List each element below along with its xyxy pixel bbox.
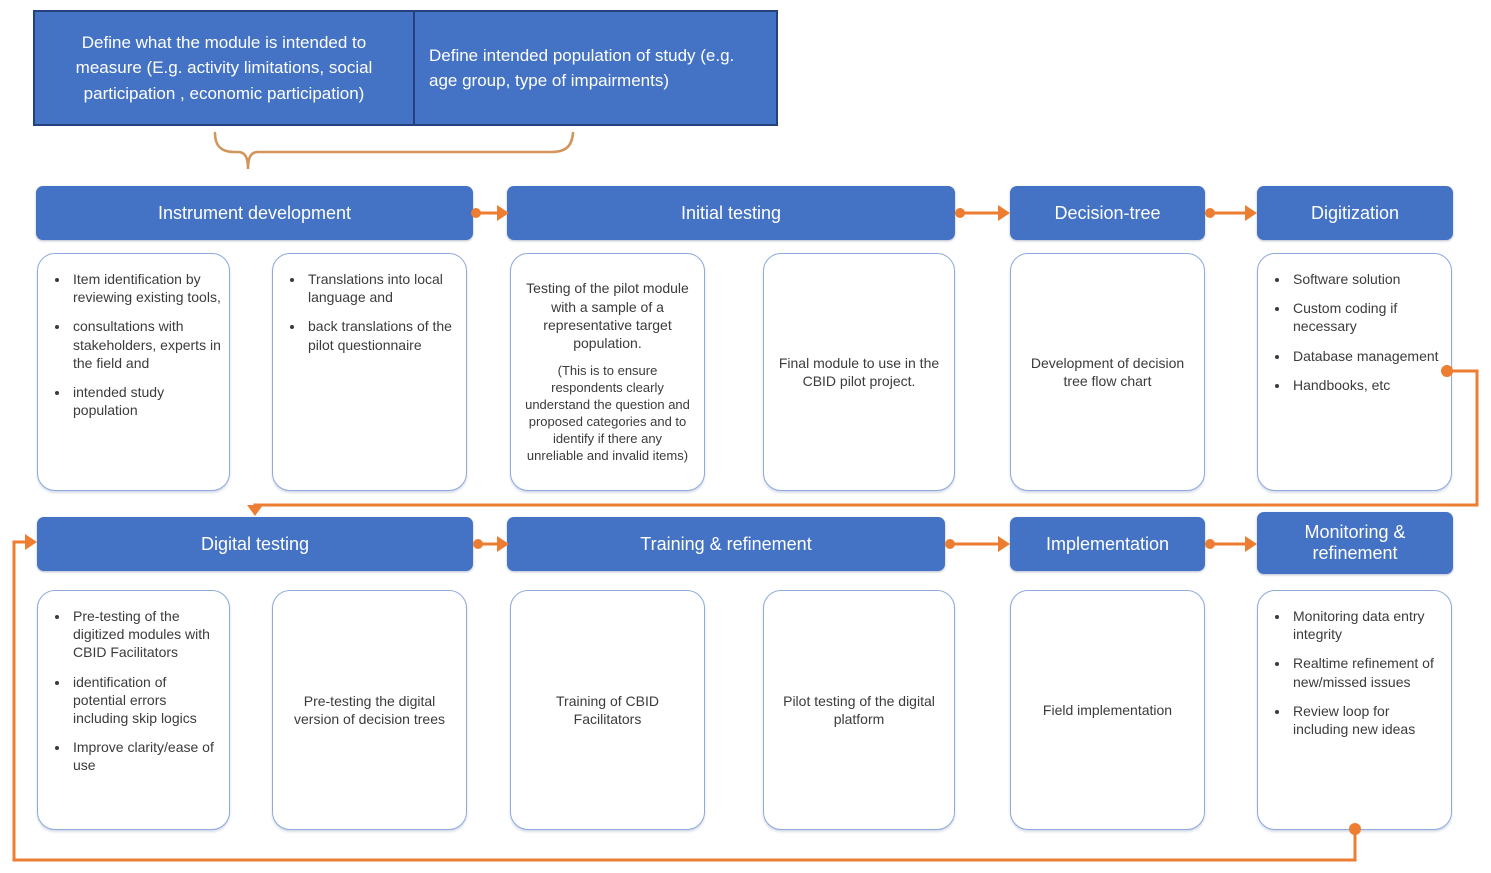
bullet-item: Realtime refinement of new/missed issues bbox=[1290, 654, 1445, 690]
stage-header-digital-testing: Digital testing bbox=[37, 517, 473, 571]
box-paragraph: Pilot testing of the digital platform bbox=[783, 692, 935, 727]
stage-header-implementation: Implementation bbox=[1010, 517, 1205, 571]
box-paragraph-note: (This is to ensure respondents clearly u… bbox=[525, 363, 690, 463]
arrow-instrument-to-initial bbox=[471, 205, 509, 221]
bullet-item: Software solution bbox=[1290, 270, 1445, 288]
stage-header-digitization: Digitization bbox=[1257, 186, 1453, 240]
note-define-population: Define intended population of study (e.g… bbox=[415, 12, 776, 124]
detail-box-implementation: Field implementation bbox=[1010, 590, 1205, 830]
stage-header-instrument-development: Instrument development bbox=[36, 186, 473, 240]
bullet-item: intended study population bbox=[70, 383, 223, 419]
bullet-item: Improve clarity/ease of use bbox=[70, 738, 223, 774]
detail-box-digital-testing-2: Pre-testing the digital version of decis… bbox=[272, 590, 467, 830]
detail-box-training-1: Training of CBID Facilitators bbox=[510, 590, 705, 830]
bullet-item: Item identification by reviewing existin… bbox=[70, 270, 223, 306]
stage-header-label: Initial testing bbox=[680, 202, 782, 223]
stage-header-label: Implementation bbox=[1045, 533, 1170, 554]
bullet-item: Translations into local language and bbox=[305, 270, 460, 306]
box-paragraph: Training of CBID Facilitators bbox=[556, 692, 659, 727]
bullet-item: Monitoring data entry integrity bbox=[1290, 607, 1445, 643]
arrow-initial-to-decision bbox=[955, 205, 1010, 221]
detail-box-digital-testing-1: Pre-testing of the digitized modules wit… bbox=[37, 590, 230, 830]
stage-header-label: Digitization bbox=[1310, 202, 1400, 223]
bullet-item: identification of potential errors inclu… bbox=[70, 673, 223, 728]
stage-header-initial-testing: Initial testing bbox=[507, 186, 955, 240]
bullet-item: consultations with stakeholders, experts… bbox=[70, 317, 223, 372]
detail-box-initial-testing-2: Final module to use in the CBID pilot pr… bbox=[763, 253, 955, 491]
box-paragraph: Development of decision tree flow chart bbox=[1030, 354, 1185, 389]
stage-header-label: Decision-tree bbox=[1054, 202, 1161, 223]
stage-header-monitoring-refinement: Monitoring & refinement bbox=[1257, 512, 1453, 574]
box-paragraph: Pre-testing the digital version of decis… bbox=[294, 692, 445, 727]
definition-strip: Define what the module is intended to me… bbox=[33, 10, 778, 126]
arrow-decision-to-digitization bbox=[1205, 205, 1257, 221]
arrow-implementation-to-monitoring bbox=[1205, 536, 1257, 552]
detail-box-instrument-1: Item identification by reviewing existin… bbox=[37, 253, 230, 491]
stage-header-training-refinement: Training & refinement bbox=[507, 517, 945, 571]
box-paragraph: Field implementation bbox=[1042, 701, 1173, 718]
note-define-population-text: Define intended population of study (e.g… bbox=[429, 45, 735, 91]
bullet-item: Handbooks, etc bbox=[1290, 376, 1445, 394]
detail-box-decision-tree: Development of decision tree flow chart bbox=[1010, 253, 1205, 491]
bullet-item: Database management bbox=[1290, 347, 1445, 365]
bullet-item: Custom coding if necessary bbox=[1290, 299, 1445, 335]
stage-header-decision-tree: Decision-tree bbox=[1010, 186, 1205, 240]
detail-box-training-2: Pilot testing of the digital platform bbox=[763, 590, 955, 830]
detail-box-monitoring: Monitoring data entry integrity Realtime… bbox=[1257, 590, 1452, 830]
note-define-measure-text: Define what the module is intended to me… bbox=[75, 32, 373, 103]
detail-box-initial-testing-1: Testing of the pilot module with a sampl… bbox=[510, 253, 705, 491]
stage-header-label: Digital testing bbox=[200, 533, 310, 554]
bullet-item: back translations of the pilot questionn… bbox=[305, 317, 460, 353]
stage-header-label: Instrument development bbox=[157, 202, 352, 223]
stage-header-label: Monitoring & refinement bbox=[1304, 522, 1406, 563]
bullet-item: Pre-testing of the digitized modules wit… bbox=[70, 607, 223, 662]
arrow-digital-to-training bbox=[473, 536, 509, 552]
brace-connector bbox=[213, 131, 575, 170]
detail-box-digitization: Software solution Custom coding if neces… bbox=[1257, 253, 1452, 491]
detail-box-instrument-2: Translations into local language and bac… bbox=[272, 253, 467, 491]
box-paragraph: Testing of the pilot module with a sampl… bbox=[526, 280, 689, 352]
arrow-training-to-implementation bbox=[945, 536, 1010, 552]
box-paragraph: Final module to use in the CBID pilot pr… bbox=[778, 354, 940, 389]
stage-header-label: Training & refinement bbox=[640, 533, 812, 554]
note-define-measure: Define what the module is intended to me… bbox=[35, 12, 415, 124]
bullet-item: Review loop for including new ideas bbox=[1290, 702, 1445, 738]
